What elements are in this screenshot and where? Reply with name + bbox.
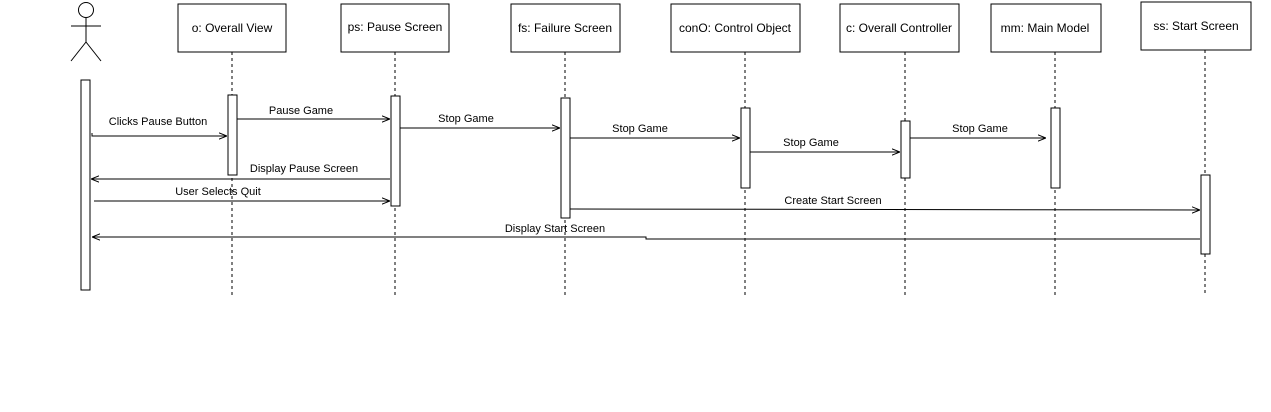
participant-ss: ss: Start Screen <box>1140 1 1252 51</box>
activation-fs <box>560 97 571 219</box>
activation-o <box>227 94 238 176</box>
activation-con <box>740 107 751 189</box>
participant-box <box>990 3 1102 53</box>
participant-box <box>670 3 801 53</box>
participant-label: fs: Failure Screen <box>518 21 612 35</box>
participant-o: o: Overall View <box>177 3 287 53</box>
participant-box <box>839 3 960 53</box>
activation-c <box>900 120 911 179</box>
message-arrow <box>569 209 1200 210</box>
message-label: Stop Game <box>952 123 1008 135</box>
message-label: Stop Game <box>612 123 668 135</box>
actor-figure <box>70 2 102 62</box>
message-label: Stop Game <box>438 113 494 125</box>
activation-actor <box>80 79 91 291</box>
activation-ps <box>390 95 401 207</box>
participant-label: ps: Pause Screen <box>348 20 443 34</box>
participant-label: conO: Control Object <box>679 21 792 35</box>
participant-box <box>340 3 450 53</box>
participant-con: conO: Control Object <box>670 3 801 53</box>
participant-box <box>177 3 287 53</box>
message-label: User Selects Quit <box>175 186 261 198</box>
participant-label: o: Overall View <box>192 21 273 35</box>
message-label: Pause Game <box>269 105 333 117</box>
participant-c: c: Overall Controller <box>839 3 960 53</box>
participant-label: c: Overall Controller <box>846 21 952 35</box>
message-label: Create Start Screen <box>784 195 881 207</box>
message-label: Display Start Screen <box>505 223 605 235</box>
message-arrow <box>92 237 1200 239</box>
activation-ss <box>1200 174 1211 255</box>
participant-box <box>1140 1 1252 51</box>
message-label: Clicks Pause Button <box>109 116 207 128</box>
activation-mm <box>1050 107 1061 189</box>
message-arrow <box>91 133 227 136</box>
participant-label: ss: Start Screen <box>1153 19 1238 33</box>
participant-ps: ps: Pause Screen <box>340 3 450 53</box>
message-label: Display Pause Screen <box>250 163 358 175</box>
participant-fs: fs: Failure Screen <box>510 3 621 53</box>
message-label: Stop Game <box>783 137 839 149</box>
participant-mm: mm: Main Model <box>990 3 1102 53</box>
participant-box <box>510 3 621 53</box>
participant-label: mm: Main Model <box>1001 21 1090 35</box>
